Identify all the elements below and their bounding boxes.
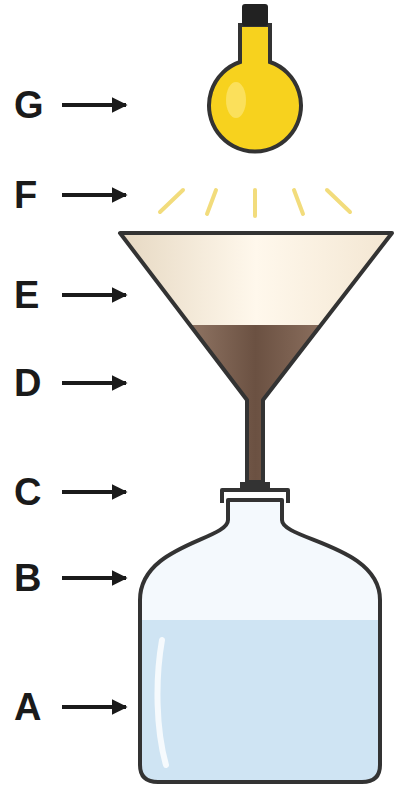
leader-arrows — [62, 105, 126, 707]
part-letter: D — [14, 361, 41, 405]
bottle — [130, 482, 390, 787]
part-letter: B — [14, 556, 41, 600]
light-bulb — [209, 4, 301, 151]
part-letter: E — [14, 273, 39, 317]
part-letter: C — [14, 470, 41, 514]
funnel — [120, 233, 392, 482]
part-letter: G — [14, 83, 44, 127]
part-letter: F — [14, 173, 37, 217]
part-letter: A — [14, 685, 41, 729]
light-rays — [160, 190, 350, 216]
